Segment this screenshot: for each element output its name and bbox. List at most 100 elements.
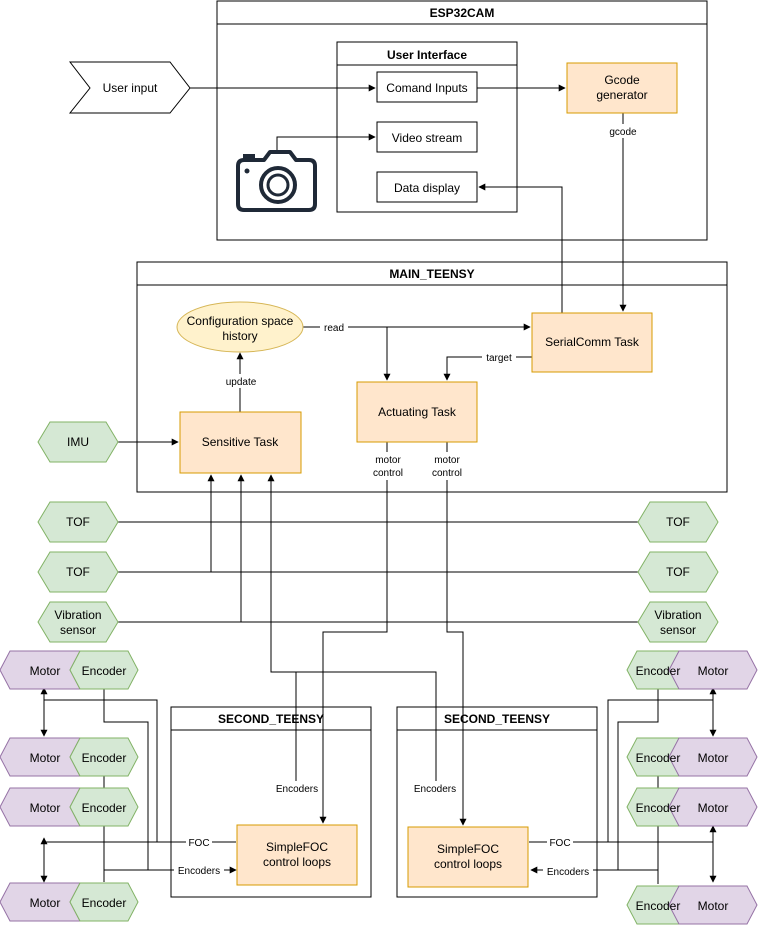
sensitive-task-box: Sensitive Task: [179, 411, 302, 474]
svg-text:motor: motor: [434, 455, 460, 466]
main-teensy-title: MAIN_TEENSY: [389, 267, 474, 281]
edge-label-foc-left: FOC: [186, 835, 212, 849]
encoder-label: Encoder: [636, 751, 681, 765]
simplefoc-label-1: SimpleFOC: [437, 842, 499, 856]
svg-text:read: read: [324, 323, 344, 334]
svg-text:control: control: [432, 468, 462, 479]
second-teensy-left-title: SECOND_TEENSY: [218, 712, 324, 726]
second-teensy-right-title: SECOND_TEENSY: [444, 712, 550, 726]
svg-text:Encoders: Encoders: [178, 866, 220, 877]
tof-sensor-right-2: TOF: [637, 551, 719, 593]
simplefoc-label-1: SimpleFOC: [266, 840, 328, 854]
tof-label: TOF: [66, 565, 90, 579]
encoder-label: Encoder: [82, 664, 127, 678]
tof-sensor-left-1: TOF: [37, 501, 119, 543]
sensitive-task-label: Sensitive Task: [202, 435, 279, 449]
gcode-generator-label-1: Gcode: [604, 73, 640, 87]
command-inputs-label: Comand Inputs: [386, 81, 467, 95]
encoder-label: Encoder: [636, 664, 681, 678]
edge-label-motor-control-right: motor control: [428, 452, 466, 480]
edge-label-encoders-right-horizontal: Encoders: [543, 864, 593, 878]
encoder-label: Encoder: [82, 751, 127, 765]
edge-label-foc-right: FOC: [547, 835, 573, 849]
svg-text:Encoders: Encoders: [547, 867, 589, 878]
simplefoc-label-2: control loops: [434, 857, 502, 871]
data-display-box: Data display: [376, 171, 478, 203]
svg-text:update: update: [226, 377, 257, 388]
svg-text:FOC: FOC: [188, 838, 209, 849]
encoder-motor-pair-right-3: Encoder Motor: [626, 787, 758, 827]
motor-label: Motor: [698, 899, 729, 913]
serialcomm-task-box: SerialComm Task: [531, 312, 653, 373]
svg-text:gcode: gcode: [609, 127, 637, 138]
edges: [40, 84, 717, 884]
config-history-label-1: Configuration space: [187, 314, 294, 328]
vibration-sensor-right: Vibration sensor: [637, 601, 719, 643]
edge-label-encoders-right-vertical: Encoders: [410, 781, 460, 795]
user-input-label: User input: [103, 81, 158, 95]
encoder-label: Encoder: [82, 801, 127, 815]
edge-label-gcode: gcode: [605, 124, 641, 138]
motor-label: Motor: [30, 896, 61, 910]
imu-sensor: IMU: [37, 421, 119, 463]
imu-label: IMU: [67, 435, 89, 449]
tof-label: TOF: [66, 515, 90, 529]
encoder-motor-pair-right-4: Encoder Motor: [626, 885, 758, 925]
svg-text:Encoders: Encoders: [414, 784, 456, 795]
encoder-label: Encoder: [82, 896, 127, 910]
motor-label: Motor: [698, 801, 729, 815]
motor-encoder-pair-left-4: Motor Encoder: [0, 882, 139, 922]
config-history-label-2: history: [222, 329, 257, 343]
user-interface-title: User Interface: [387, 48, 467, 62]
svg-text:motor: motor: [375, 455, 401, 466]
vibration-label-2: sensor: [660, 623, 696, 637]
data-display-label: Data display: [394, 181, 460, 195]
encoder-label: Encoder: [636, 801, 681, 815]
encoder-motor-pair-right-1: Encoder Motor: [626, 650, 758, 690]
motor-label: Motor: [698, 751, 729, 765]
edge-label-read: read: [320, 320, 348, 334]
motor-label: Motor: [30, 751, 61, 765]
simplefoc-label-2: control loops: [263, 855, 331, 869]
camera-icon: [236, 150, 317, 212]
video-stream-label: Video stream: [392, 131, 462, 145]
actuating-task-label: Actuating Task: [378, 405, 457, 419]
encoder-motor-pair-right-2: Encoder Motor: [626, 737, 758, 777]
edge-label-target: target: [482, 350, 516, 364]
tof-sensor-left-2: TOF: [37, 551, 119, 593]
motor-encoder-pair-left-3: Motor Encoder: [0, 787, 139, 827]
tof-label: TOF: [666, 515, 690, 529]
encoder-label: Encoder: [636, 899, 681, 913]
command-inputs-box: Comand Inputs: [376, 71, 478, 103]
config-history-node: Configuration space history: [176, 301, 304, 353]
simplefoc-right-box: SimpleFOC control loops: [407, 826, 529, 888]
edge-label-motor-control-left: motor control: [369, 452, 407, 480]
edge-label-encoders-left-vertical: Encoders: [272, 781, 322, 795]
motor-encoder-pair-left-1: Motor Encoder: [0, 650, 139, 690]
motor-label: Motor: [30, 801, 61, 815]
gcode-generator-box: Gcode generator: [566, 62, 678, 114]
svg-text:control: control: [373, 468, 403, 479]
motor-encoder-pair-left-2: Motor Encoder: [0, 737, 139, 777]
vibration-sensor-left: Vibration sensor: [37, 601, 119, 643]
serialcomm-task-label: SerialComm Task: [545, 335, 640, 349]
motor-label: Motor: [698, 664, 729, 678]
svg-text:FOC: FOC: [549, 838, 570, 849]
video-stream-box: Video stream: [376, 121, 478, 153]
actuating-task-box: Actuating Task: [356, 381, 478, 443]
edge-label-encoders-left-horizontal: Encoders: [174, 863, 224, 877]
motor-label: Motor: [30, 664, 61, 678]
svg-text:Encoders: Encoders: [276, 784, 318, 795]
svg-text:target: target: [486, 353, 512, 364]
tof-sensor-right-1: TOF: [637, 501, 719, 543]
tof-label: TOF: [666, 565, 690, 579]
vibration-label-1: Vibration: [654, 608, 701, 622]
gcode-generator-label-2: generator: [596, 88, 647, 102]
simplefoc-left-box: SimpleFOC control loops: [236, 824, 358, 886]
user-input-node: User input: [68, 61, 191, 114]
esp32cam-title: ESP32CAM: [430, 6, 495, 20]
edge-label-update: update: [222, 374, 260, 388]
vibration-label-2: sensor: [60, 623, 96, 637]
vibration-label-1: Vibration: [54, 608, 101, 622]
